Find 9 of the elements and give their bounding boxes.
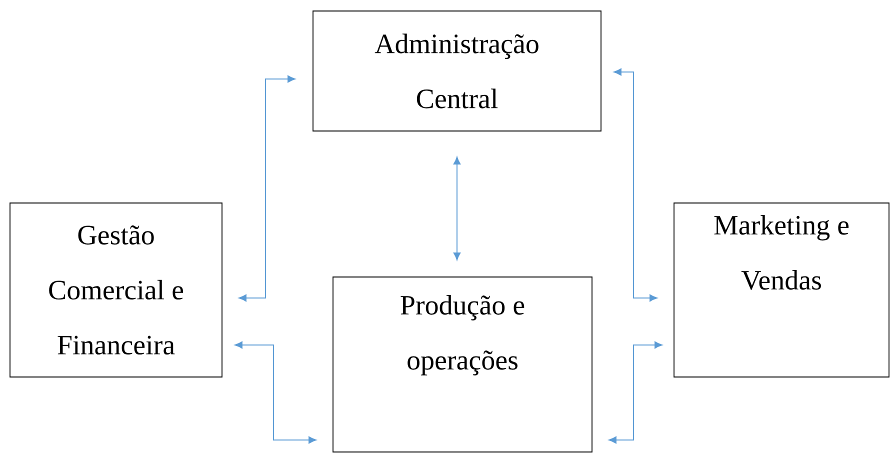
arrow [238, 75, 296, 302]
process-box: Gestão Comercial e Financeira [10, 202, 222, 378]
arrow [608, 341, 662, 444]
arrow [234, 341, 316, 444]
process-box: Produção e operações [332, 276, 592, 452]
arrow [453, 156, 461, 260]
arrow [614, 68, 658, 302]
process-box: Administração Central [312, 10, 602, 132]
process-box: Marketing e Vendas [674, 202, 890, 378]
